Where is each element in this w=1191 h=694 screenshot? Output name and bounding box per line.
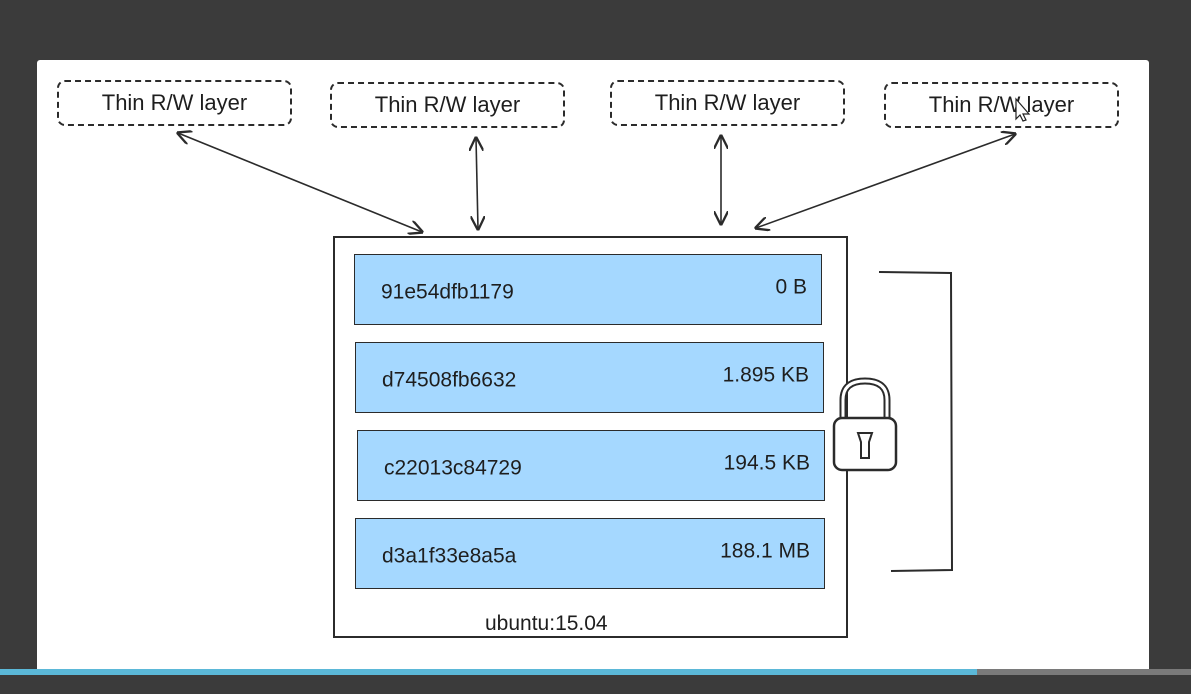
layer-size: 194.5 KB	[723, 451, 810, 475]
mouse-pointer-icon	[1015, 97, 1031, 122]
layer-id: c22013c84729	[384, 455, 522, 479]
image-name-label: ubuntu:15.04	[485, 612, 608, 635]
layer-size: 1.895 KB	[722, 363, 809, 387]
padlock-icon	[832, 377, 898, 472]
image-layer-2: d74508fb6632 1.895 KB	[355, 342, 824, 413]
layer-size: 188.1 MB	[720, 539, 810, 563]
thin-rw-layer-2: Thin R/W layer	[330, 82, 565, 128]
arrow-layer2-to-image	[476, 138, 478, 229]
video-progress-fill	[0, 669, 977, 675]
arrow-layer1-to-image	[178, 133, 422, 232]
video-progress-bar[interactable]	[0, 669, 1191, 675]
image-layer-1: 91e54dfb1179 0 B	[354, 254, 822, 325]
arrow-layer4-to-image	[756, 134, 1015, 228]
image-layer-4: d3a1f33e8a5a 188.1 MB	[355, 518, 825, 589]
image-layer-3: c22013c84729 194.5 KB	[357, 430, 825, 501]
layer-id: d3a1f33e8a5a	[382, 543, 517, 567]
thin-rw-layer-3: Thin R/W layer	[610, 80, 845, 126]
layer-size: 0 B	[775, 275, 807, 299]
layer-id: 91e54dfb1179	[381, 279, 514, 303]
thin-rw-layer-1: Thin R/W layer	[57, 80, 292, 126]
thin-rw-layer-4: Thin R/W layer	[884, 82, 1119, 128]
readonly-bracket	[878, 271, 954, 572]
layer-id: d74508fb6632	[382, 367, 517, 391]
